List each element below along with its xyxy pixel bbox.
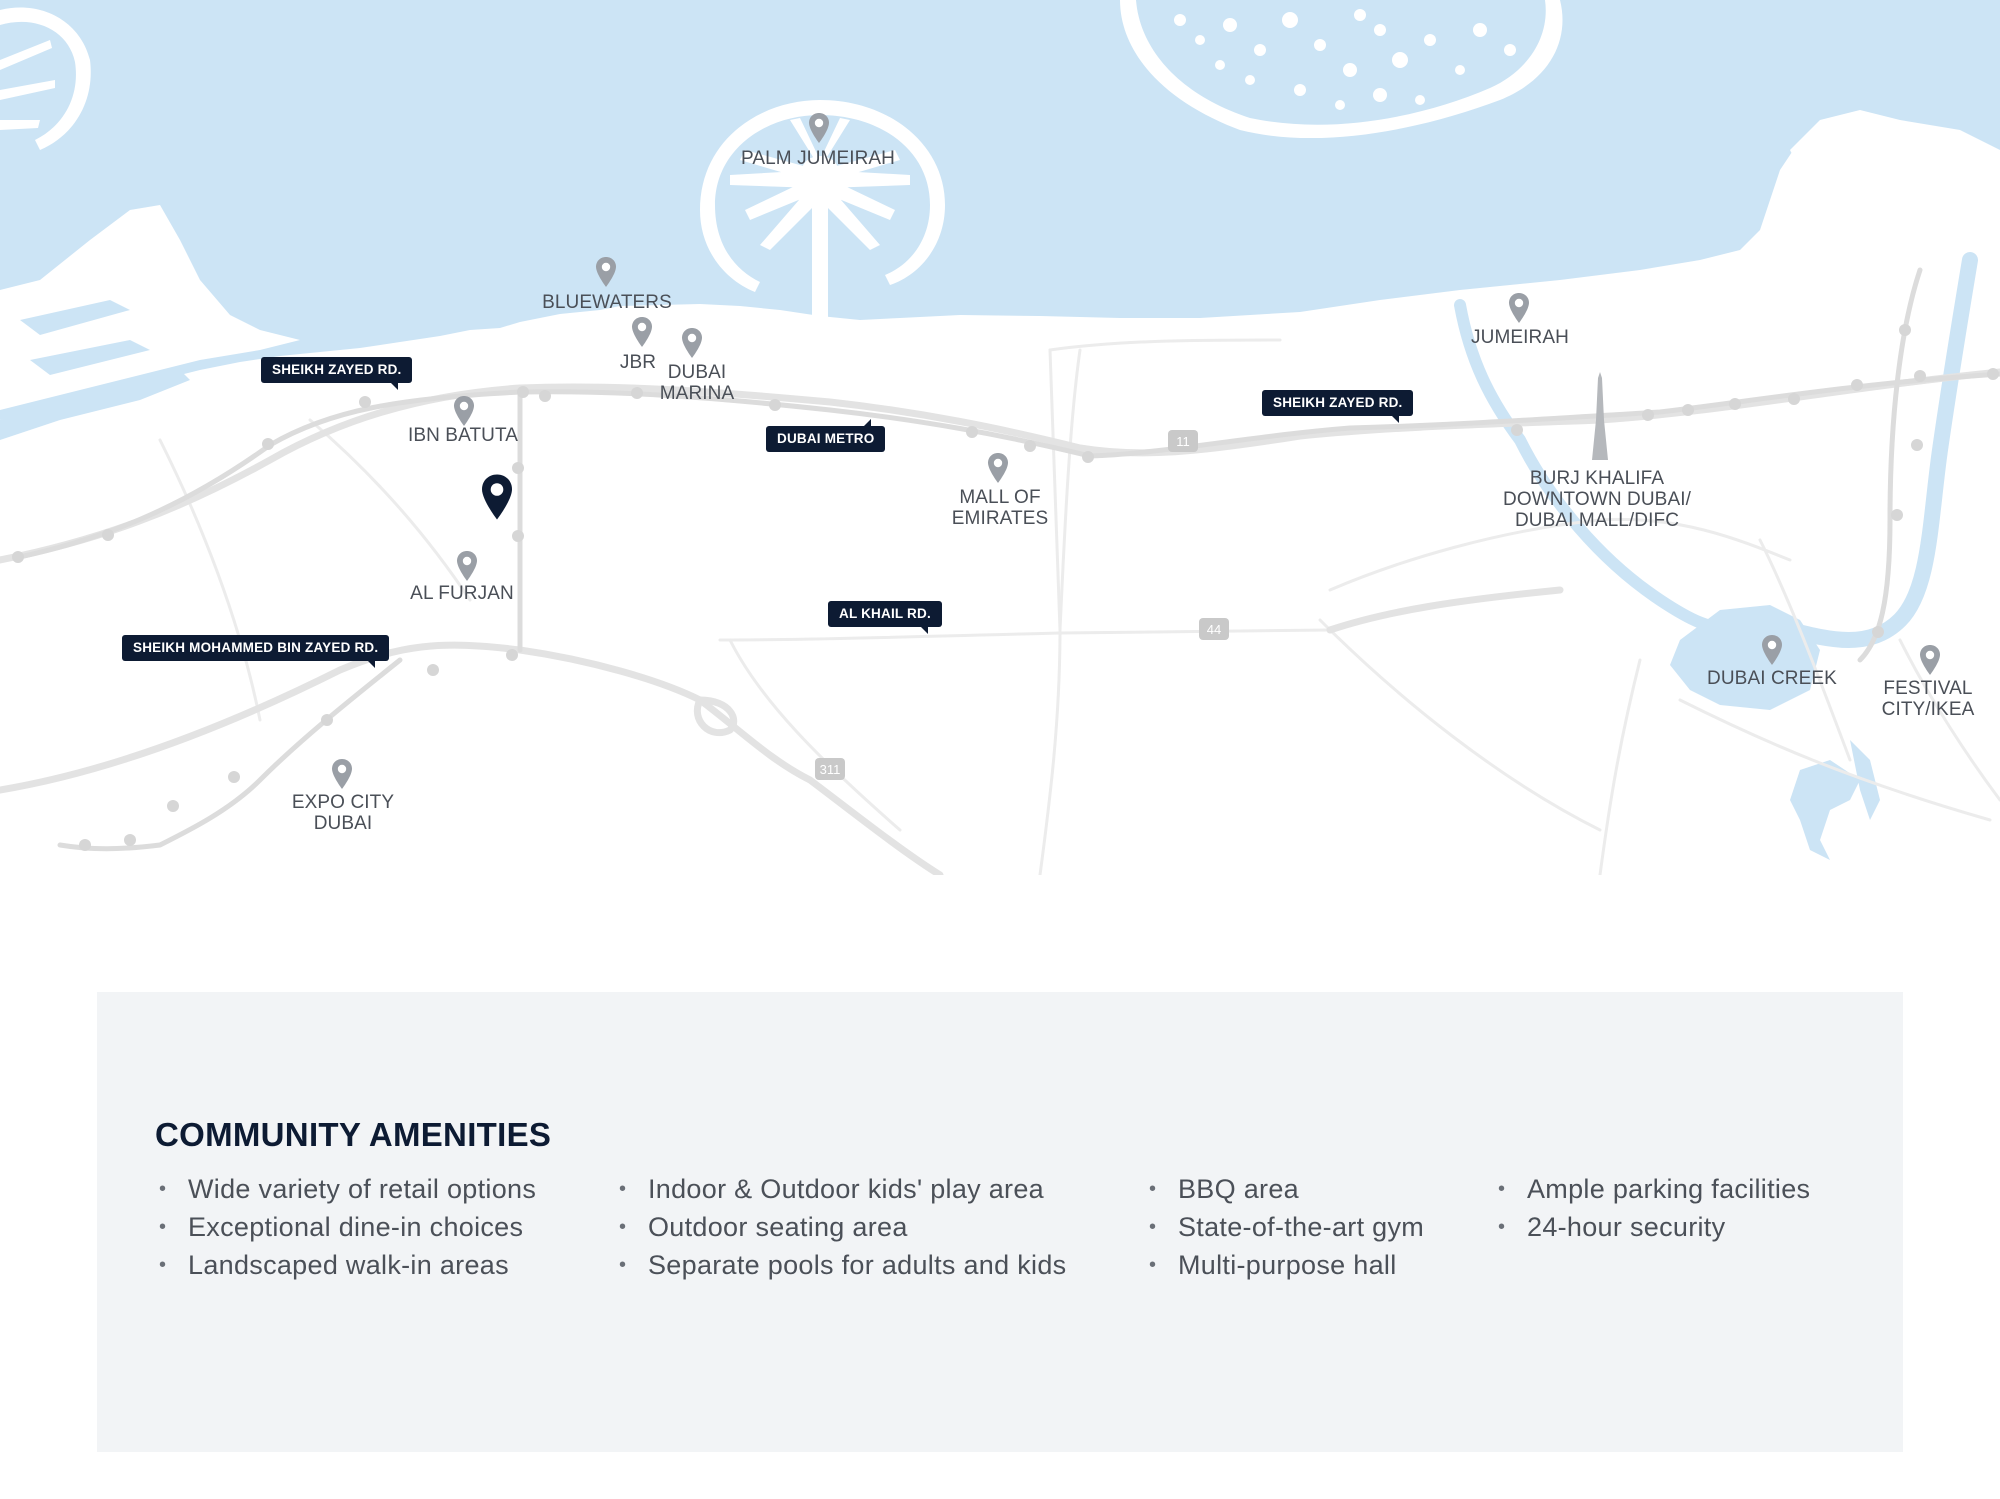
label-mall-of-emirates: MALL OF EMIRATES — [951, 487, 1049, 529]
label-ibn-batuta: IBN BATUTA — [407, 425, 519, 446]
amenity-item: 24-hour security — [1494, 1208, 1810, 1246]
minor-roads — [158, 338, 2000, 875]
amenity-item: Multi-purpose hall — [1145, 1246, 1424, 1284]
amenity-item: Wide variety of retail options — [155, 1170, 536, 1208]
world-islands — [1120, 0, 1563, 139]
road-tag-dubai-metro: DUBAI METRO — [766, 419, 886, 452]
amenity-item: Exceptional dine-in choices — [155, 1208, 536, 1246]
label-festival-city: FESTIVAL CITY/IKEA — [1881, 678, 1975, 720]
amenity-item: Indoor & Outdoor kids' play area — [615, 1170, 1066, 1208]
label-dubai-marina: DUBAI MARINA — [659, 362, 735, 404]
label-jbr: JBR — [619, 352, 657, 373]
amenity-item: Separate pools for adults and kids — [615, 1246, 1066, 1284]
amenities-column-3: BBQ area State-of-the-art gym Multi-purp… — [1145, 1170, 1424, 1284]
label-expo-city: EXPO CITY DUBAI — [291, 792, 395, 834]
road-tag-sheikh-mohammed-bin-zayed: SHEIKH MOHAMMED BIN ZAYED RD. — [122, 635, 390, 668]
label-dubai-creek: DUBAI CREEK — [1707, 668, 1837, 689]
svg-text:44: 44 — [1207, 622, 1221, 637]
project-location-pin-icon[interactable] — [482, 474, 512, 520]
label-al-furjan: AL FURJAN — [410, 583, 514, 604]
map-canvas: 11 44 311 — [0, 0, 2000, 875]
al-furjan-pin-icon[interactable] — [457, 551, 477, 581]
palm-jebel-ali — [0, 7, 91, 150]
highway-shield-11: 11 — [1168, 430, 1198, 452]
ibn-batuta-pin-icon[interactable] — [454, 396, 474, 426]
jumeirah-pin-icon[interactable] — [1509, 293, 1529, 323]
port-basins — [20, 300, 150, 375]
metro-stations — [12, 324, 1999, 851]
amenities-title: COMMUNITY AMENITIES — [155, 1116, 552, 1153]
amenities-column-2: Indoor & Outdoor kids' play area Outdoor… — [615, 1170, 1066, 1284]
mall-of-emirates-pin-icon[interactable] — [988, 453, 1008, 483]
amenity-item: Ample parking facilities — [1494, 1170, 1810, 1208]
road-tag-sheikh-zayed-east: SHEIKH ZAYED RD. — [1262, 390, 1414, 423]
festival-city-pin-icon[interactable] — [1920, 645, 1940, 675]
location-map[interactable]: 11 44 311 PALM JUMEIRAH BLUEW — [0, 0, 2000, 875]
community-amenities-panel: COMMUNITY AMENITIES Wide variety of reta… — [97, 992, 1903, 1452]
road-tag-sheikh-zayed-west: SHEIKH ZAYED RD. — [261, 357, 413, 390]
amenities-column-4: Ample parking facilities 24-hour securit… — [1494, 1170, 1810, 1246]
jebel-ali-port-water — [0, 170, 190, 440]
amenity-item: State-of-the-art gym — [1145, 1208, 1424, 1246]
burj-khalifa-landmark — [1592, 372, 1608, 460]
label-palm-jumeirah: PALM JUMEIRAH — [740, 148, 896, 169]
amenities-column-1: Wide variety of retail options Exception… — [155, 1170, 536, 1284]
dubai-creek-water — [1782, 252, 1978, 648]
jbr-pin-icon[interactable] — [632, 317, 652, 347]
sea-water — [0, 0, 2000, 420]
deira-islands — [1790, 110, 1950, 240]
label-burj-khalifa: BURJ KHALIFA DOWNTOWN DUBAI/ DUBAI MALL/… — [1503, 468, 1691, 531]
expo-city-pin-icon[interactable] — [332, 759, 352, 789]
highway-shield-44: 44 — [1199, 618, 1229, 640]
amenity-item: Outdoor seating area — [615, 1208, 1066, 1246]
dubai-marina-pin-icon[interactable] — [682, 328, 702, 358]
amenity-item: BBQ area — [1145, 1170, 1424, 1208]
palm-jumeirah-island — [700, 100, 945, 320]
amenity-item: Landscaped walk-in areas — [155, 1246, 536, 1284]
label-jumeirah: JUMEIRAH — [1471, 327, 1569, 348]
ras-al-khor-water — [1790, 740, 1880, 860]
business-bay-canal — [1454, 299, 1746, 636]
svg-text:11: 11 — [1176, 434, 1190, 449]
svg-text:311: 311 — [820, 762, 841, 777]
label-bluewaters: BLUEWATERS — [542, 292, 672, 313]
highway-shield-311: 311 — [815, 758, 845, 780]
road-tag-al-khail: AL KHAIL RD. — [828, 601, 942, 634]
